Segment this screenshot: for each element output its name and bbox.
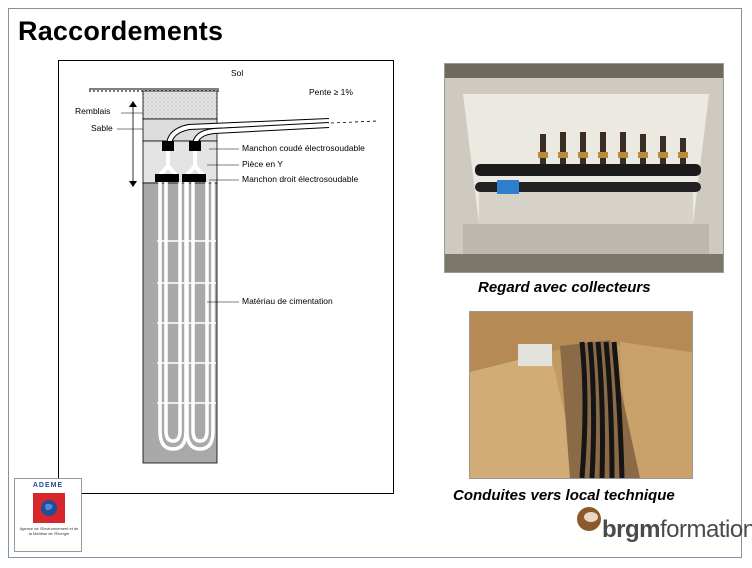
brgm-formation-logo: brgmformation [576,506,752,552]
label-manchon-droit: Manchon droit électrosoudable [242,174,359,184]
photo-regard-collecteurs [444,63,724,273]
borehole-drawing [89,88,378,464]
label-sable: Sable [91,123,113,133]
caption-conduites: Conduites vers local technique [453,487,675,504]
ademe-subtitle: Agence de l'Environnement et de la Maîtr… [19,526,79,536]
slide-frame [8,8,742,558]
ademe-logo: ADEME Agence de l'Environnement et de la… [14,478,82,552]
label-remblais: Remblais [75,106,111,116]
brgm-wordmark: brgmformation [602,516,752,544]
remblais-layer [142,90,218,120]
label-piece-y: Pièce en Y [242,159,283,169]
brgm-bold: brgm [602,516,661,543]
label-materiau: Matériau de cimentation [242,296,333,306]
label-sol: Sol [231,68,244,78]
ademe-emblem [33,493,65,523]
brgm-light: formation [660,516,752,543]
caption-regard: Regard avec collecteurs [478,279,651,296]
brgm-swirl-icon [577,507,601,531]
slide-title: Raccordements [18,16,224,46]
photo-conduites [469,311,693,479]
label-pente: Pente ≥ 1% [309,87,353,97]
label-manchon-coude: Manchon coudé électrosoudable [242,143,365,153]
borehole-diagram: Sol Pente ≥ 1% Remblais Sable Manchon co… [58,60,394,494]
ademe-name: ADEME [32,482,64,489]
